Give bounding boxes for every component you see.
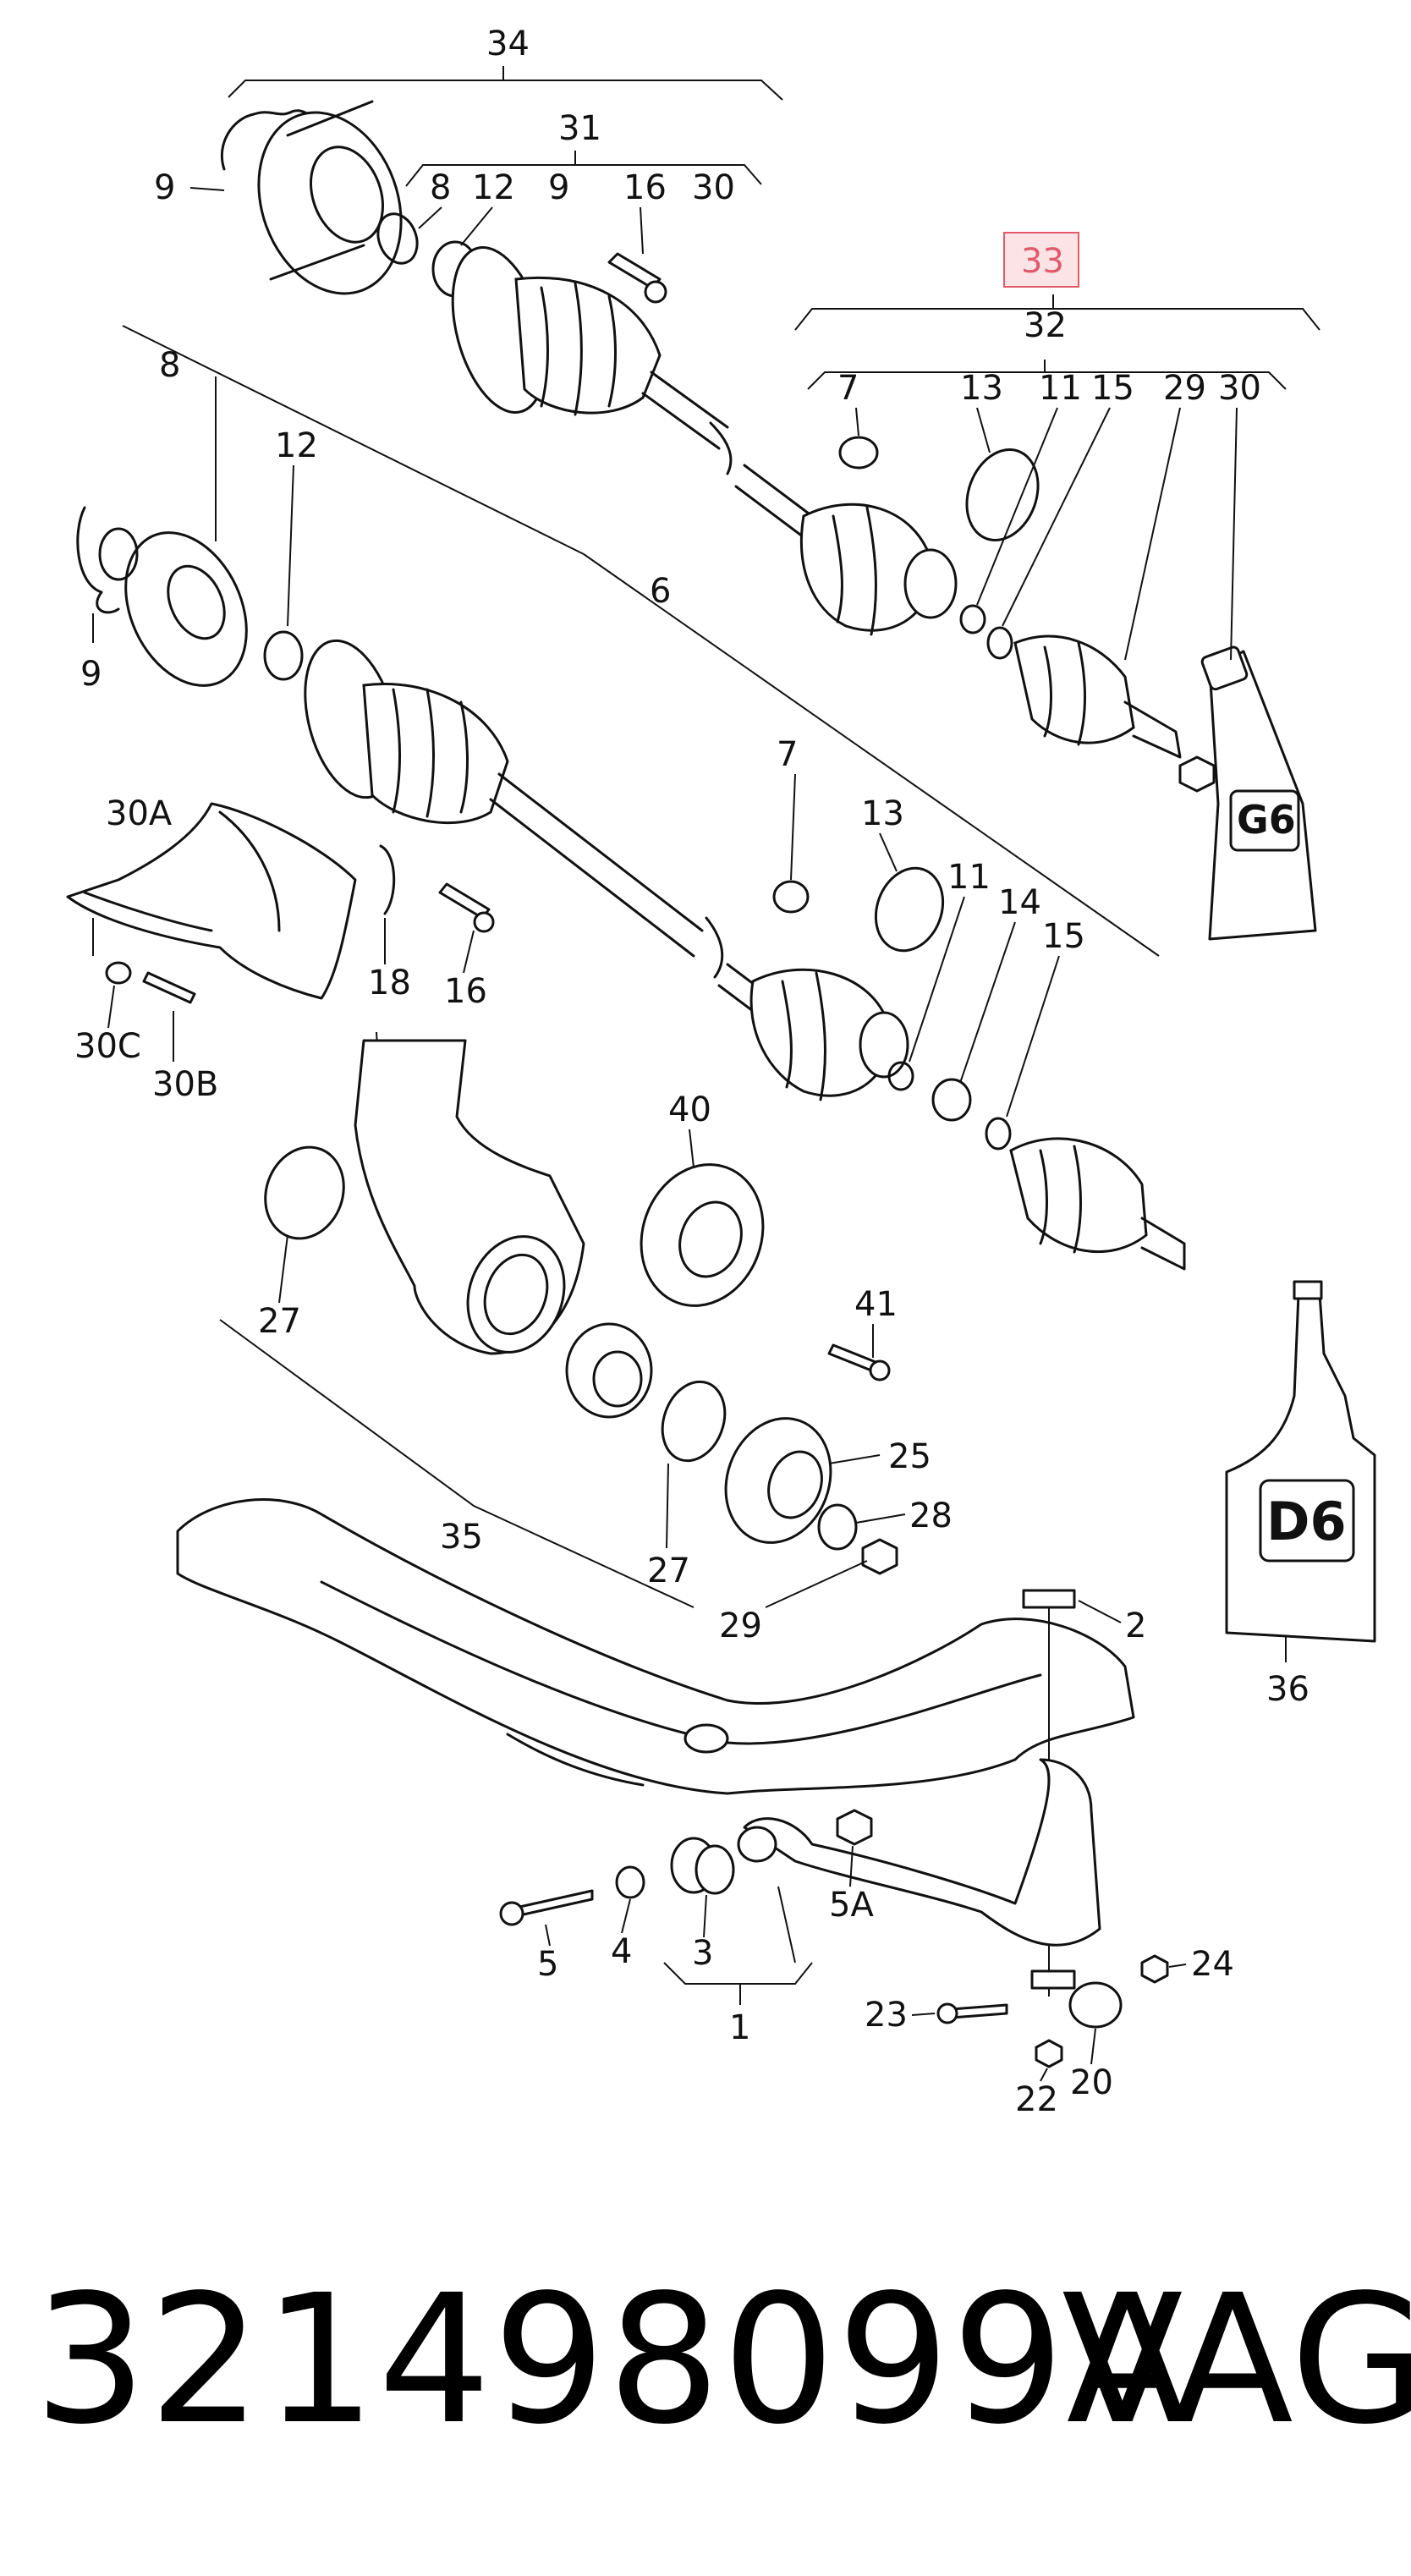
parts-diagram: 34 31 9 8 12 9 16 30 33 32 7 13 11 15 29… <box>66 25 1376 2119</box>
upper-shaft-assembly <box>220 66 1320 941</box>
callout-9b: 9 <box>548 168 569 207</box>
callout-35: 35 <box>440 1518 483 1557</box>
callout-29a: 29 <box>1163 369 1206 408</box>
callout-30A: 30A <box>106 794 173 833</box>
callout-27b: 27 <box>647 1552 690 1590</box>
callout-1: 1 <box>729 2008 750 2047</box>
middle-shaft-assembly <box>66 325 1186 1271</box>
callout-16a: 16 <box>623 168 667 207</box>
callout-25: 25 <box>888 1437 931 1476</box>
bottle-label: D6 <box>1266 1491 1347 1552</box>
grease-tube-label: G6 <box>1237 797 1296 843</box>
callout-8a: 8 <box>430 168 451 207</box>
callout-30B: 30B <box>152 1065 218 1104</box>
callout-5A: 5A <box>829 1886 874 1925</box>
callout-32: 32 <box>1024 306 1067 345</box>
callout-22: 22 <box>1015 2080 1058 2119</box>
callout-13a: 13 <box>960 369 1003 408</box>
callout-40: 40 <box>668 1090 711 1129</box>
callout-29b: 29 <box>719 1607 762 1645</box>
callout-labels: 34 31 9 8 12 9 16 30 33 32 7 13 11 15 29… <box>74 25 1309 2119</box>
callout-7a: 7 <box>837 369 859 408</box>
callout-5: 5 <box>537 1945 558 1984</box>
callout-27a: 27 <box>258 1302 301 1341</box>
callout-30b: 30 <box>1218 369 1261 408</box>
callout-36: 36 <box>1266 1670 1309 1709</box>
callout-9c: 9 <box>80 655 102 694</box>
callout-9a: 9 <box>154 168 175 207</box>
callout-28: 28 <box>909 1497 953 1535</box>
callout-18: 18 <box>368 964 411 1002</box>
callout-13b: 13 <box>861 794 904 833</box>
callout-41: 41 <box>854 1285 898 1324</box>
callout-11a: 11 <box>1039 369 1082 408</box>
callout-2: 2 <box>1125 1607 1146 1645</box>
brand-name: VAG <box>1062 2256 1411 2463</box>
callout-33: 33 <box>1021 242 1064 281</box>
callout-15b: 15 <box>1042 917 1085 956</box>
callout-20: 20 <box>1070 2063 1113 2102</box>
container-labels: G6 D6 <box>1229 789 1355 1563</box>
callout-16b: 16 <box>444 972 487 1011</box>
callout-33-highlight <box>1003 232 1079 288</box>
callout-31: 31 <box>558 109 601 148</box>
callout-4: 4 <box>611 1932 632 1971</box>
callout-15a: 15 <box>1091 369 1134 408</box>
callout-8b: 8 <box>159 346 180 385</box>
callout-24: 24 <box>1191 1945 1234 1984</box>
callout-12b: 12 <box>275 426 318 465</box>
callout-30a: 30 <box>692 168 735 207</box>
callout-34: 34 <box>486 25 530 63</box>
callout-7b: 7 <box>777 735 798 774</box>
part-number: 321498099A <box>34 2256 1190 2463</box>
callout-3: 3 <box>692 1934 713 1973</box>
callout-11b: 11 <box>947 858 991 897</box>
callout-6: 6 <box>650 572 671 611</box>
callout-12a: 12 <box>472 168 515 207</box>
callout-14: 14 <box>998 883 1041 922</box>
footer: 321498099A VAG <box>0 2233 1411 2487</box>
hub-assembly <box>219 1031 898 1608</box>
callout-23: 23 <box>865 1996 908 2035</box>
callout-30C: 30C <box>74 1027 141 1066</box>
